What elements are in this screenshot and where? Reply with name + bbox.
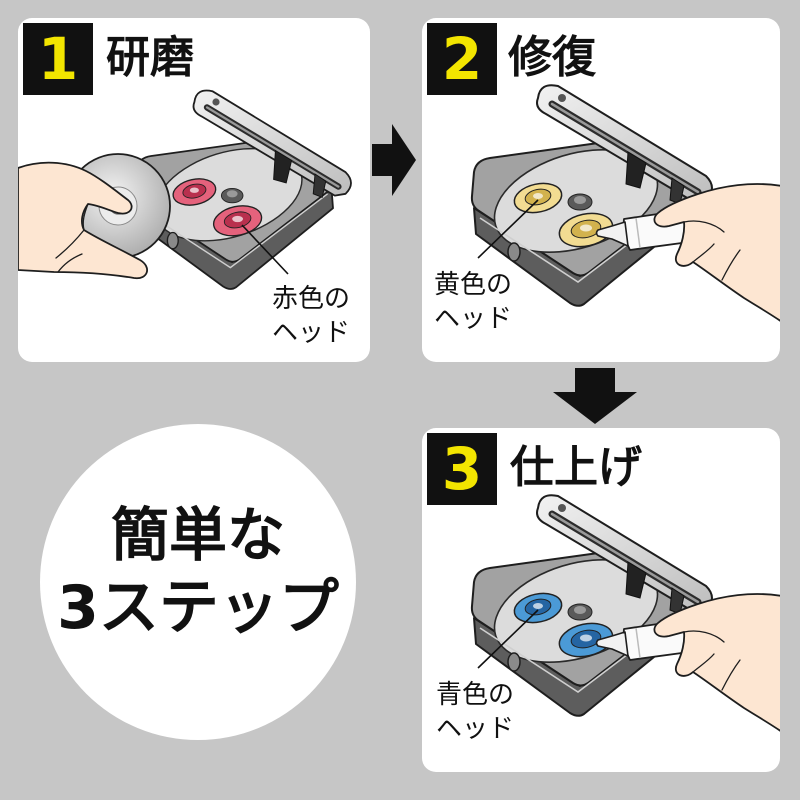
step-title: 仕上げ [510,442,642,493]
head-leader-line [477,199,539,259]
step-number-badge: 2 [427,23,497,95]
head-label-line-1: 黄色の [434,270,513,300]
head-label-line-1: 青色の [436,680,515,710]
head-leader-line [477,609,539,669]
blue-head-back [513,592,563,624]
head-leader-line [241,224,289,275]
step-number-badge: 1 [23,23,93,95]
step-1-panel: 1 研磨 赤色の ヘッド [18,18,370,362]
head-label-line-1: 赤色の [272,284,351,314]
summary-line-1: 簡単な [110,501,285,569]
head-label-line-2: ヘッド [272,318,351,348]
summary-line-2: 3ステップ [57,573,339,643]
machine-knob [567,193,593,211]
summary-circle: 簡単な 3ステップ [40,424,356,740]
step-3-panel: 3 仕上げ 青色の ヘッド [422,428,780,772]
head-label-line-2: ヘッド [434,304,513,334]
head-label-line-2: ヘッド [436,714,515,744]
red-head-back [172,178,217,206]
arrow-down-icon [553,368,637,424]
hand [18,161,148,279]
machine-knob [220,187,244,204]
yellow-head-back [513,182,563,214]
arrow-right-icon [372,124,416,196]
blue-head-front [558,622,614,658]
yellow-head-front [558,212,614,248]
step-3-illustration [470,428,780,733]
step-1-illustration [18,18,370,290]
machine-knob [567,603,593,621]
red-head-front [212,205,263,237]
step-number-badge: 3 [427,433,497,505]
step-2-panel: 2 修復 黄色の ヘッド [422,18,780,362]
step-title: 研磨 [106,32,194,83]
step-title: 修復 [508,32,596,83]
step-2-illustration [470,18,780,323]
